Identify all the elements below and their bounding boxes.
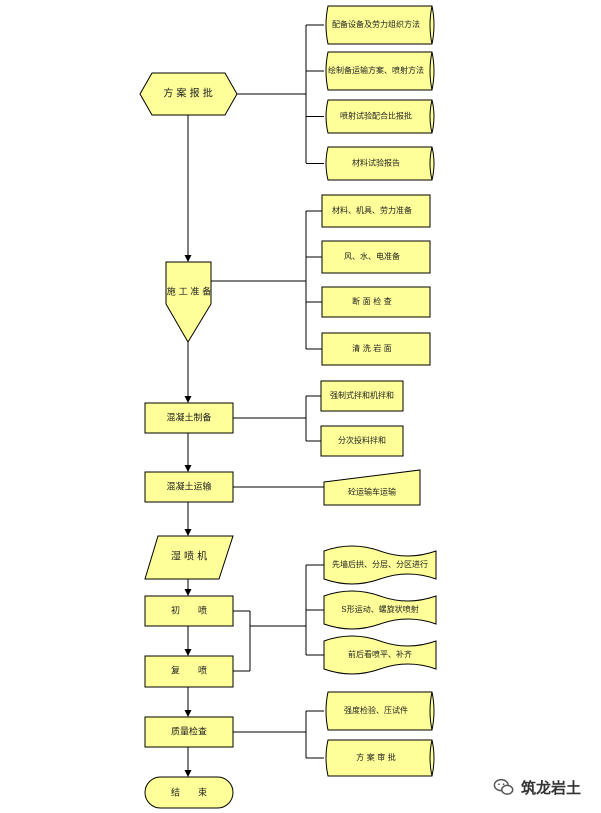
node-sprayer-label: 湿 喷 机 <box>171 550 207 563</box>
side-item-1-0-label: 材料、机具、劳力准备 <box>332 205 412 215</box>
watermark: 筑龙岩土 <box>493 772 593 802</box>
side-item-1-0 <box>321 194 431 228</box>
node-sprayer <box>144 535 234 580</box>
node-construction-prep <box>165 261 212 343</box>
node-concrete-mixing-label: 混凝土制备 <box>166 412 211 424</box>
side-item-5-1-label: 方 案 审 批 <box>356 752 396 762</box>
node-plan-approval <box>139 72 238 116</box>
watermark-text: 筑龙岩土 <box>521 778 582 797</box>
side-item-0-3-curl <box>429 146 433 181</box>
side-item-0-0-curl <box>429 5 433 45</box>
side-item-3-0 <box>323 469 421 506</box>
side-item-4-1 <box>323 590 437 630</box>
side-item-0-2-curl <box>429 99 433 134</box>
side-item-2-1-label: 分次投料拌和 <box>338 435 386 445</box>
side-item-5-0-curl <box>429 691 433 731</box>
arrow-quality-to-end-head <box>184 770 192 777</box>
side-item-5-1-curl <box>429 739 433 777</box>
wechat-icon <box>493 778 514 795</box>
node-quality-check-label: 质量检查 <box>171 726 207 738</box>
node-plan-approval-label: 方 案 报 批 <box>163 87 213 100</box>
side-item-0-2-label: 喷射试验配合比报批 <box>340 111 412 121</box>
side-item-3-0-label: 砼运输车运输 <box>348 487 396 497</box>
side-item-1-3-label: 清 洗 岩 面 <box>352 343 392 353</box>
node-end <box>144 776 234 809</box>
side-item-0-3-label: 材料试验报告 <box>352 158 400 168</box>
side-item-2-0 <box>320 380 404 412</box>
node-re-spray-label: 复 喷 <box>171 665 207 677</box>
side-item-4-2 <box>323 635 437 675</box>
side-item-0-1-curl <box>429 51 433 91</box>
side-item-1-1-label: 风、水、电准备 <box>344 251 400 261</box>
node-end-label: 结 束 <box>171 787 207 799</box>
arrow-prep-to-mixing-head <box>184 396 192 403</box>
side-item-5-0-label: 强度检验、压试件 <box>344 705 408 715</box>
arrow-plan-to-prep-head <box>184 255 192 262</box>
node-initial-spray-label: 初 喷 <box>171 605 207 617</box>
node-concrete-transport <box>144 471 234 503</box>
side-item-4-0 <box>323 545 437 585</box>
side-item-0-1-label: 绘制备运输方案、喷射方法 <box>328 65 424 75</box>
side-item-1-1 <box>321 240 431 274</box>
side-item-4-1-label: S形运动、螺旋状喷射 <box>341 604 418 614</box>
side-item-4-0-label: 先墙后拱、分层、分区进行 <box>332 559 428 569</box>
arrow-sprayer-to-initial-head <box>184 589 192 596</box>
arrow-respray-to-quality-head <box>184 710 192 717</box>
side-item-2-0-label: 强制式拌和机拌和 <box>330 390 394 400</box>
side-item-4-2-label: 前后看喷平、补齐 <box>348 649 412 659</box>
arrow-mixing-to-transport-head <box>184 465 192 472</box>
node-concrete-transport-label: 混凝土运输 <box>166 481 211 493</box>
arrow-transport-to-sprayer-head <box>184 529 192 536</box>
side-item-1-2 <box>321 286 431 318</box>
arrow-initial-to-respray-head <box>184 649 192 656</box>
side-item-1-3 <box>321 332 431 366</box>
side-item-0-0-label: 配备设备及劳力组织方法 <box>332 19 420 29</box>
side-item-2-1 <box>320 425 404 457</box>
node-quality-check <box>144 716 234 748</box>
node-construction-prep-label: 施 工 准 备 <box>167 286 212 298</box>
side-item-1-2-label: 断 面 检 查 <box>352 296 392 306</box>
